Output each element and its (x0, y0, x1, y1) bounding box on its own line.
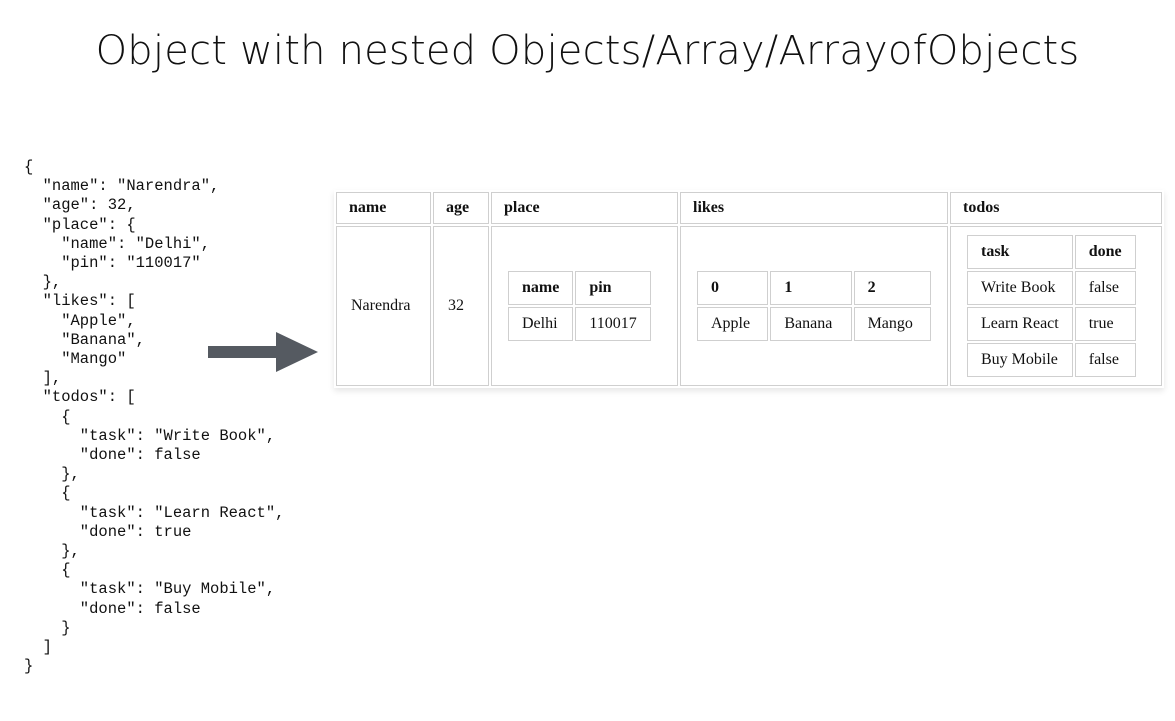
code-line: "task": "Learn React", (24, 503, 285, 522)
code-line: "done": false (24, 446, 201, 465)
header-likes: likes (680, 192, 948, 224)
code-line: ] (24, 638, 52, 657)
place-header-pin: pin (575, 271, 651, 305)
code-line: { (24, 158, 34, 176)
code-line: { (24, 484, 71, 503)
code-line: "task": "Write Book", (24, 426, 276, 445)
code-line: "task": "Buy Mobile", (24, 580, 276, 599)
likes-header-0: 0 (697, 271, 769, 305)
place-header-row: name pin (508, 271, 651, 305)
cell-name: Narendra (336, 226, 431, 386)
todo-done: false (1074, 271, 1136, 305)
likes-header-2: 2 (853, 271, 931, 305)
json-code-block: { "name": "Narendra", "age": 32, "place"… (24, 158, 284, 676)
code-line: "Banana", (24, 330, 145, 349)
code-line: "likes": [ (24, 292, 136, 311)
slide-title: Object with nested Objects/Array/Arrayof… (95, 28, 1080, 74)
code-line: "Mango" (24, 350, 127, 369)
code-line: "age": 32, (24, 196, 136, 215)
todos-header-done: done (1074, 235, 1136, 269)
likes-header-row: 0 1 2 (697, 271, 931, 305)
code-line: "Apple", (24, 311, 136, 330)
likes-value-2: Mango (853, 307, 931, 341)
likes-header-1: 1 (770, 271, 852, 305)
header-todos: todos (950, 192, 1162, 224)
likes-value-0: Apple (697, 307, 769, 341)
likes-table: 0 1 2 Apple Banana Mango (695, 269, 933, 343)
cell-likes: 0 1 2 Apple Banana Mango (680, 226, 948, 386)
code-line: "todos": [ (24, 388, 136, 407)
code-line: }, (24, 465, 80, 484)
todo-row: Learn React true (967, 307, 1136, 341)
todos-table: task done Write Book false Learn React t… (965, 233, 1138, 379)
rendered-table: name age place likes todos Narendra 32 n… (334, 190, 1164, 388)
code-line: "place": { (24, 215, 136, 234)
place-value-name: Delhi (508, 307, 574, 341)
todo-task: Learn React (967, 307, 1073, 341)
cell-place: name pin Delhi 110017 (491, 226, 678, 386)
todo-task: Buy Mobile (967, 343, 1073, 377)
right-arrow-icon (208, 332, 318, 372)
code-line: } (24, 657, 34, 676)
code-line: "name": "Narendra", (24, 177, 220, 196)
header-place: place (491, 192, 678, 224)
code-line: "done": false (24, 599, 201, 618)
cell-todos: task done Write Book false Learn React t… (950, 226, 1162, 386)
place-table: name pin Delhi 110017 (506, 269, 653, 343)
table-row: Narendra 32 name pin Delhi 110017 (336, 226, 1162, 386)
todo-row: Write Book false (967, 271, 1136, 305)
todo-done: true (1074, 307, 1136, 341)
code-line: ], (24, 369, 62, 388)
code-line: "name": "Delhi", (24, 234, 211, 253)
code-line: "done": true (24, 522, 192, 541)
code-line: { (24, 407, 71, 426)
code-line: }, (24, 542, 80, 561)
todo-row: Buy Mobile false (967, 343, 1136, 377)
todo-task: Write Book (967, 271, 1073, 305)
cell-age: 32 (433, 226, 489, 386)
code-line: { (24, 561, 71, 580)
likes-value-1: Banana (770, 307, 852, 341)
code-line: "pin": "110017" (24, 254, 201, 273)
place-header-name: name (508, 271, 574, 305)
header-name: name (336, 192, 431, 224)
todos-header-task: task (967, 235, 1073, 269)
header-age: age (433, 192, 489, 224)
todos-header-row: task done (967, 235, 1136, 269)
todo-done: false (1074, 343, 1136, 377)
place-value-row: Delhi 110017 (508, 307, 651, 341)
code-line: }, (24, 273, 62, 292)
code-line: } (24, 618, 71, 637)
table-header-row: name age place likes todos (336, 192, 1162, 224)
place-value-pin: 110017 (575, 307, 651, 341)
likes-value-row: Apple Banana Mango (697, 307, 931, 341)
